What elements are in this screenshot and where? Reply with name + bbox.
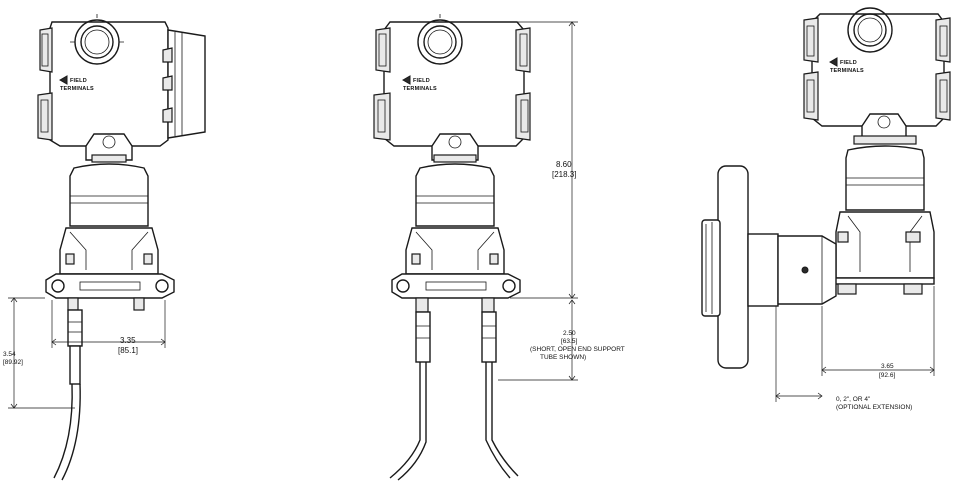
dim-3-54-mm: [89.92] [3, 359, 23, 366]
dim-2-50-in: 2.50 [563, 330, 576, 337]
dim-2-50-note-1: (SHORT, OPEN END SUPPORT [530, 346, 625, 353]
field-label-3b: TERMINALS [830, 68, 864, 74]
dim-2-50-note-2: TUBE SHOWN) [540, 354, 586, 361]
dim-8-60-in: 8.60 [556, 160, 572, 169]
view-side-right: FIELD TERMINALS 3.65 [92.6] 0, 2", OR 4"… [701, 7, 951, 411]
field-label-1a: FIELD [70, 78, 87, 84]
ext-dim-line-2: (OPTIONAL EXTENSION) [836, 404, 912, 411]
dim-3-65-in: 3.65 [881, 363, 894, 370]
view-front-left: FIELD TERMINALS 3.54 [89.92] 3.35 [3, 14, 206, 481]
field-label-2a: FIELD [413, 78, 430, 84]
dim-3-35-mm: [85.1] [118, 346, 138, 355]
field-label-1b: TERMINALS [60, 86, 94, 92]
field-label-3a: FIELD [840, 60, 857, 66]
dim-3-35-in: 3.35 [120, 336, 136, 345]
dim-3-54-in: 3.54 [3, 351, 16, 358]
field-label-2b: TERMINALS [403, 86, 437, 92]
ext-dim-line-1: 0, 2", OR 4" [836, 396, 871, 403]
view-front-middle: FIELD TERMINALS 8.60 [218.3] 2.50 [63.5] [373, 14, 625, 481]
dim-3-65-mm: [92.6] [879, 372, 895, 379]
dim-8-60-mm: [218.3] [552, 170, 576, 179]
dim-2-50-mm: [63.5] [561, 338, 577, 345]
